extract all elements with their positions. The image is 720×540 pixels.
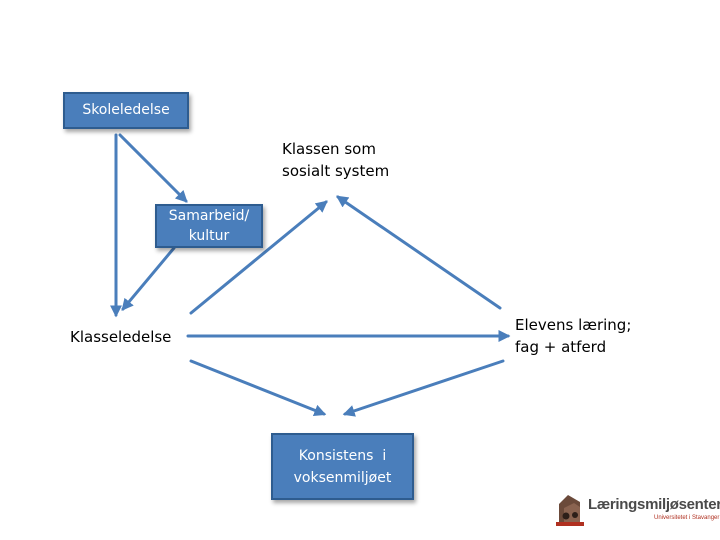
node-samarbeid: Samarbeid/ kultur <box>155 204 263 248</box>
arrow-samarbeid-to-klasseledelse <box>121 246 176 311</box>
logo-name: Læringsmiljøsenteret <box>588 496 720 513</box>
node-skoleledelse: Skoleledelse <box>63 92 189 129</box>
node-klassen-som: Klassen som sosialt system <box>282 138 389 182</box>
logo-house-icon <box>556 495 584 526</box>
node-elevens-line-1: Elevens læring; <box>515 316 632 334</box>
arrow-elevens-to-konsistens <box>342 359 505 417</box>
arrow-klasseledelse-to-konsistens <box>189 359 327 417</box>
node-elevens-line-2: fag + atferd <box>515 338 607 356</box>
node-konsistens-line-2: voksenmiljøet <box>293 469 392 486</box>
node-klassen-som-line-2: sosialt system <box>282 162 390 180</box>
arrow-elevens-to-klassen <box>336 195 502 310</box>
node-klasseledelse: Klasseledelse <box>70 326 171 348</box>
node-konsistens-line-1: Konsistens i <box>298 447 387 464</box>
node-samarbeid-line-1: Samarbeid/ <box>168 208 250 224</box>
node-samarbeid-line-2: kultur <box>188 228 230 244</box>
logo-tagline: Universitetet i Stavanger <box>654 515 720 521</box>
laeringsmiljosenteret-logo: Læringsmiljøsenteret Universitetet i Sta… <box>554 490 720 530</box>
arrow-klasseledelse-to-klassen <box>189 200 328 315</box>
arrow-skoleledelse-to-samarbeid <box>118 133 188 203</box>
node-konsistens: Konsistens i voksenmiljøet <box>271 433 414 500</box>
node-elevens-laering: Elevens læring; fag + atferd <box>515 314 631 358</box>
node-klassen-som-line-1: Klassen som <box>282 140 376 158</box>
node-klasseledelse-label: Klasseledelse <box>70 328 172 346</box>
node-skoleledelse-label: Skoleledelse <box>82 102 170 118</box>
